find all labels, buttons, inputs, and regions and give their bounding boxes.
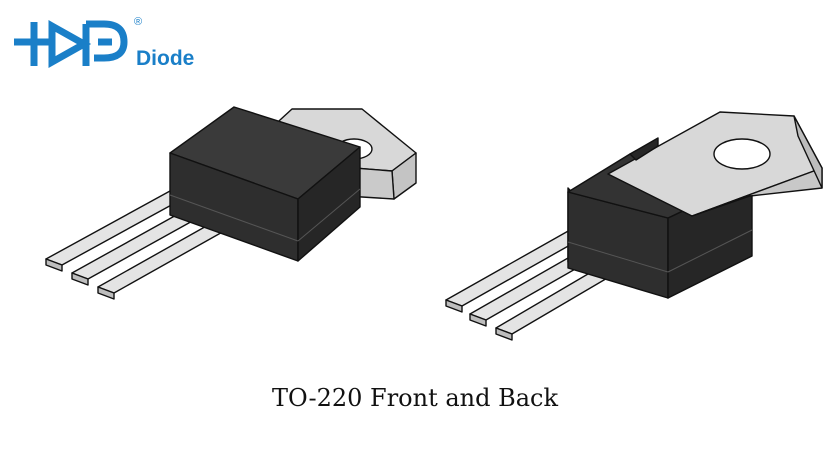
brand-logo: ® Diode: [12, 14, 212, 76]
to220-front-view: [45, 106, 417, 300]
figure-caption: TO-220 Front and Back: [271, 384, 559, 412]
plastic-body: [169, 106, 361, 262]
metal-tab: [607, 111, 823, 217]
hdp-logo-icon: [14, 20, 128, 68]
registered-mark: ®: [134, 16, 143, 28]
brand-name: Diode: [136, 47, 195, 70]
to220-back-view: [445, 111, 823, 341]
